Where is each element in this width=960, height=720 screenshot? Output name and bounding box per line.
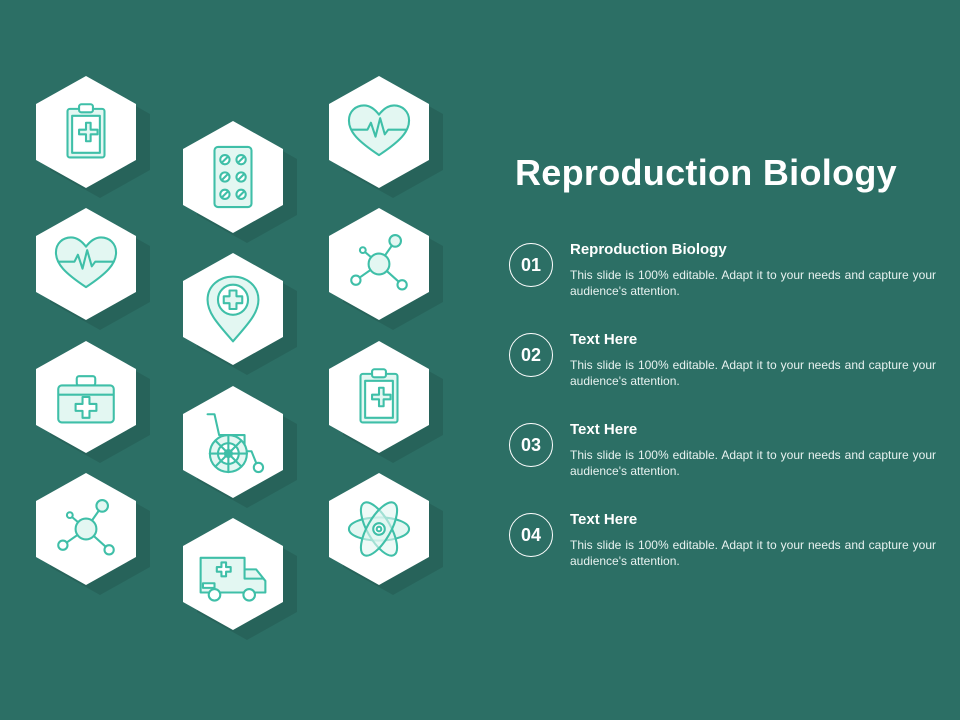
heartbeat-icon	[347, 104, 411, 157]
hex-tile-11	[183, 518, 297, 640]
hex-tile-7	[36, 341, 150, 463]
item-title: Text Here	[570, 331, 638, 348]
hex-tile-6	[329, 208, 443, 330]
hex-tile-4	[36, 208, 150, 330]
clipboard-medical-icon	[359, 368, 399, 424]
location-medical-icon	[206, 275, 260, 343]
molecule-icon	[57, 499, 115, 556]
clipboard-medical-icon	[66, 103, 106, 159]
first-aid-kit-icon	[57, 375, 115, 424]
list-item: 03 Text Here This slide is 100% editable…	[509, 421, 939, 503]
item-description: This slide is 100% editable. Adapt it to…	[570, 448, 936, 478]
item-number-badge: 03	[509, 423, 553, 467]
hex-tile-10	[36, 473, 150, 595]
list-item: 04 Text Here This slide is 100% editable…	[509, 511, 939, 593]
item-number-badge: 01	[509, 243, 553, 287]
heartbeat-icon	[54, 236, 118, 289]
item-description: This slide is 100% editable. Adapt it to…	[570, 538, 936, 568]
item-description: This slide is 100% editable. Adapt it to…	[570, 268, 936, 298]
hex-tile-12	[329, 473, 443, 595]
hex-tile-3	[329, 76, 443, 198]
atom-icon	[347, 501, 411, 557]
item-title: Text Here	[570, 421, 638, 438]
slide-title: Reproduction Biology	[515, 152, 897, 193]
ambulance-icon	[199, 556, 267, 602]
pill-pack-icon	[213, 145, 253, 209]
item-number-badge: 02	[509, 333, 553, 377]
item-title: Text Here	[570, 511, 638, 528]
item-title: Reproduction Biology	[570, 241, 727, 258]
wheelchair-icon	[206, 413, 265, 474]
hex-tile-5	[183, 253, 297, 375]
list-item: 02 Text Here This slide is 100% editable…	[509, 331, 939, 413]
hex-tile-1	[36, 76, 150, 198]
hex-tile-8	[183, 386, 297, 508]
item-description: This slide is 100% editable. Adapt it to…	[570, 358, 936, 388]
hex-tile-2	[183, 121, 297, 243]
molecule-icon	[350, 234, 408, 291]
list-item: 01 Reproduction Biology This slide is 10…	[509, 241, 939, 323]
item-number-badge: 04	[509, 513, 553, 557]
hex-tile-9	[329, 341, 443, 463]
